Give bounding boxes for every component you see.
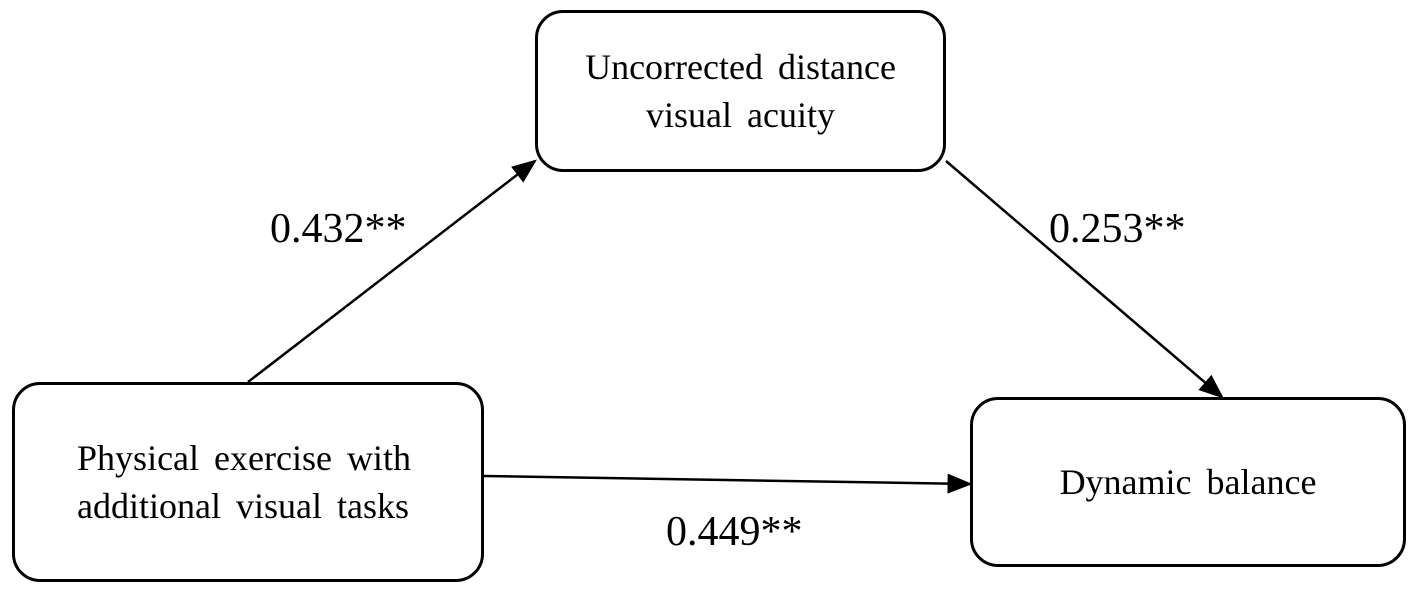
mediator-label: Uncorrected distance visual acuity [585,43,896,139]
outcome-label: Dynamic balance [1060,458,1317,506]
coefficient-b-label: 0.253** [1049,206,1186,252]
predictor-node: Physical exercise with additional visual… [12,382,484,582]
predictor-label: Physical exercise with additional visual… [77,434,411,530]
mediator-label-line-1: Uncorrected distance [585,47,896,87]
predictor-label-line-2: additional visual tasks [77,486,409,526]
outcome-node: Dynamic balance [970,397,1406,567]
outcome-label-line-1: Dynamic balance [1059,462,1317,502]
mediator-label-line-2: visual acuity [646,95,835,135]
coefficient-a-label: 0.432** [270,206,407,252]
arrow-predictor-to-mediator [247,159,537,383]
coefficient-c-label: 0.449** [666,509,803,555]
arrow-mediator-to-outcome [945,160,1224,399]
predictor-label-line-1: Physical exercise with [77,438,411,478]
mediator-node: Uncorrected distance visual acuity [535,10,946,172]
arrow-predictor-to-outcome [483,473,973,494]
